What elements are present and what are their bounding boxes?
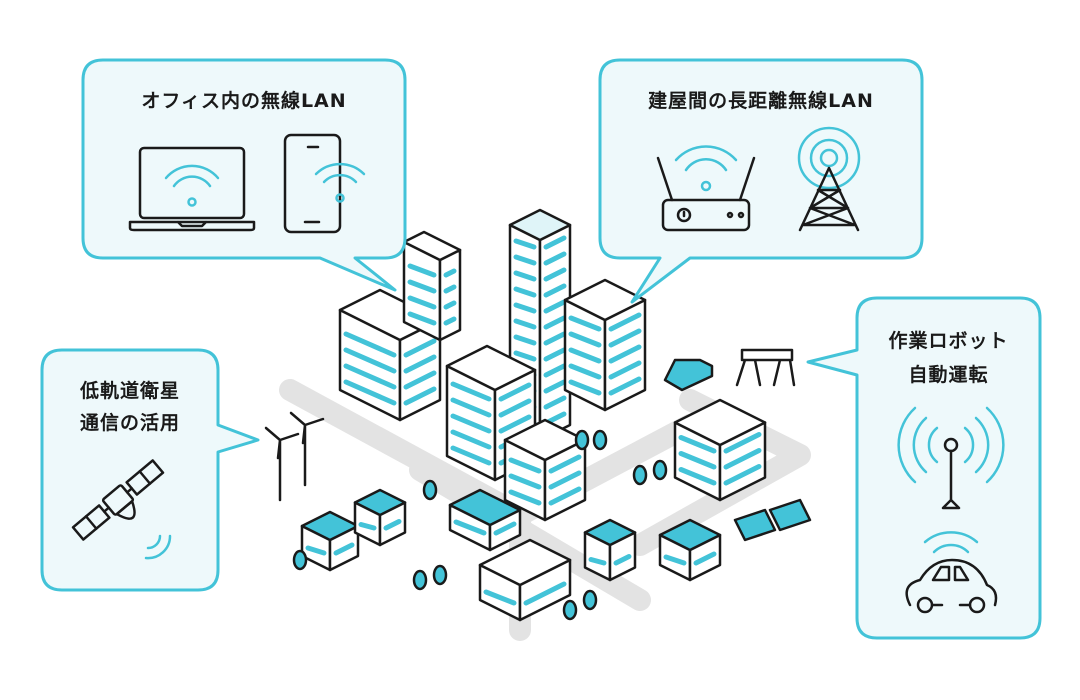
wind-turbine bbox=[289, 411, 325, 487]
antenna-icon bbox=[897, 406, 1005, 510]
satellite-title-line2: 通信の活用 bbox=[79, 412, 180, 434]
office-wifi-title: オフィス内の無線LAN bbox=[141, 90, 347, 112]
tree bbox=[292, 549, 308, 571]
smartphone-wifi-icon bbox=[283, 133, 366, 234]
shop bbox=[448, 488, 522, 552]
office-building bbox=[503, 418, 587, 522]
tree bbox=[574, 429, 590, 451]
satellite-icon bbox=[71, 459, 165, 541]
house bbox=[353, 488, 407, 547]
bubble-robot bbox=[806, 296, 1042, 640]
warehouse bbox=[478, 538, 572, 622]
office-building bbox=[563, 278, 647, 412]
factory bbox=[673, 398, 767, 502]
robot-title-line2: 自動運転 bbox=[908, 364, 989, 386]
router-icon bbox=[656, 145, 756, 232]
tower-left bbox=[402, 230, 462, 342]
tree bbox=[432, 564, 448, 586]
laptop-wifi-icon bbox=[128, 146, 256, 232]
office-building bbox=[445, 344, 537, 482]
house bbox=[300, 510, 360, 572]
autonomous-car bbox=[663, 358, 714, 392]
long-range-title: 建屋間の長距離無線LAN bbox=[648, 90, 874, 112]
robot-title-line1: 作業ロボット bbox=[888, 330, 1009, 352]
satellite-title-line1: 低軌道衛星 bbox=[79, 380, 180, 402]
solar-panel bbox=[733, 508, 777, 542]
quadruped-robot bbox=[735, 348, 796, 387]
tree bbox=[562, 599, 578, 621]
tree bbox=[412, 569, 428, 591]
bubble-office-wifi bbox=[81, 58, 407, 292]
city-blocks bbox=[264, 208, 812, 622]
radio-tower-icon bbox=[797, 126, 861, 232]
connected-car-icon bbox=[905, 531, 998, 614]
bus bbox=[583, 518, 637, 582]
bubble-satellite bbox=[40, 348, 260, 592]
tree bbox=[592, 429, 608, 451]
tree bbox=[652, 459, 668, 481]
house bbox=[658, 518, 722, 582]
bubble-long-range bbox=[598, 58, 924, 304]
solar-panel bbox=[768, 498, 812, 532]
tree bbox=[422, 479, 438, 501]
tree bbox=[632, 464, 648, 486]
tree bbox=[582, 589, 598, 611]
wind-turbine bbox=[264, 426, 300, 502]
